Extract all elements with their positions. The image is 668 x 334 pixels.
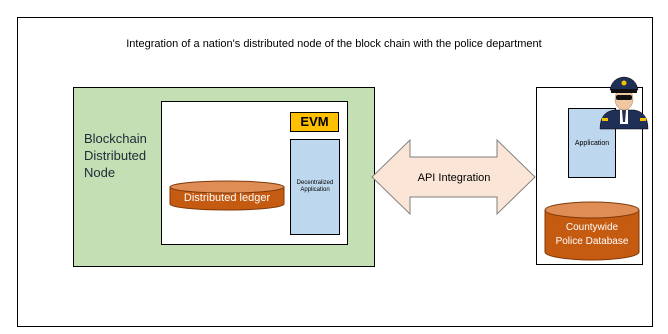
- api-integration-arrow: API Integration: [371, 138, 536, 216]
- decentralized-application-box: Decentralized Application: [290, 139, 340, 235]
- police-database-label-line1: Countywide: [566, 222, 619, 233]
- distributed-ledger-cylinder: Distributed ledger: [169, 180, 285, 211]
- distributed-ledger-label: Distributed ledger: [184, 192, 271, 204]
- police-officer-icon: [599, 76, 649, 130]
- police-database-cylinder: Countywide Police Database: [544, 201, 640, 261]
- police-database-label-line2: Police Database: [556, 236, 629, 247]
- blockchain-node-label: Blockchain Distributed Node: [84, 131, 147, 180]
- diagram-title: Integration of a nation's distributed no…: [126, 38, 542, 50]
- evm-box: EVM: [290, 112, 339, 132]
- decentralized-application-label: Decentralized Application: [296, 180, 334, 193]
- api-integration-label: API Integration: [418, 172, 491, 184]
